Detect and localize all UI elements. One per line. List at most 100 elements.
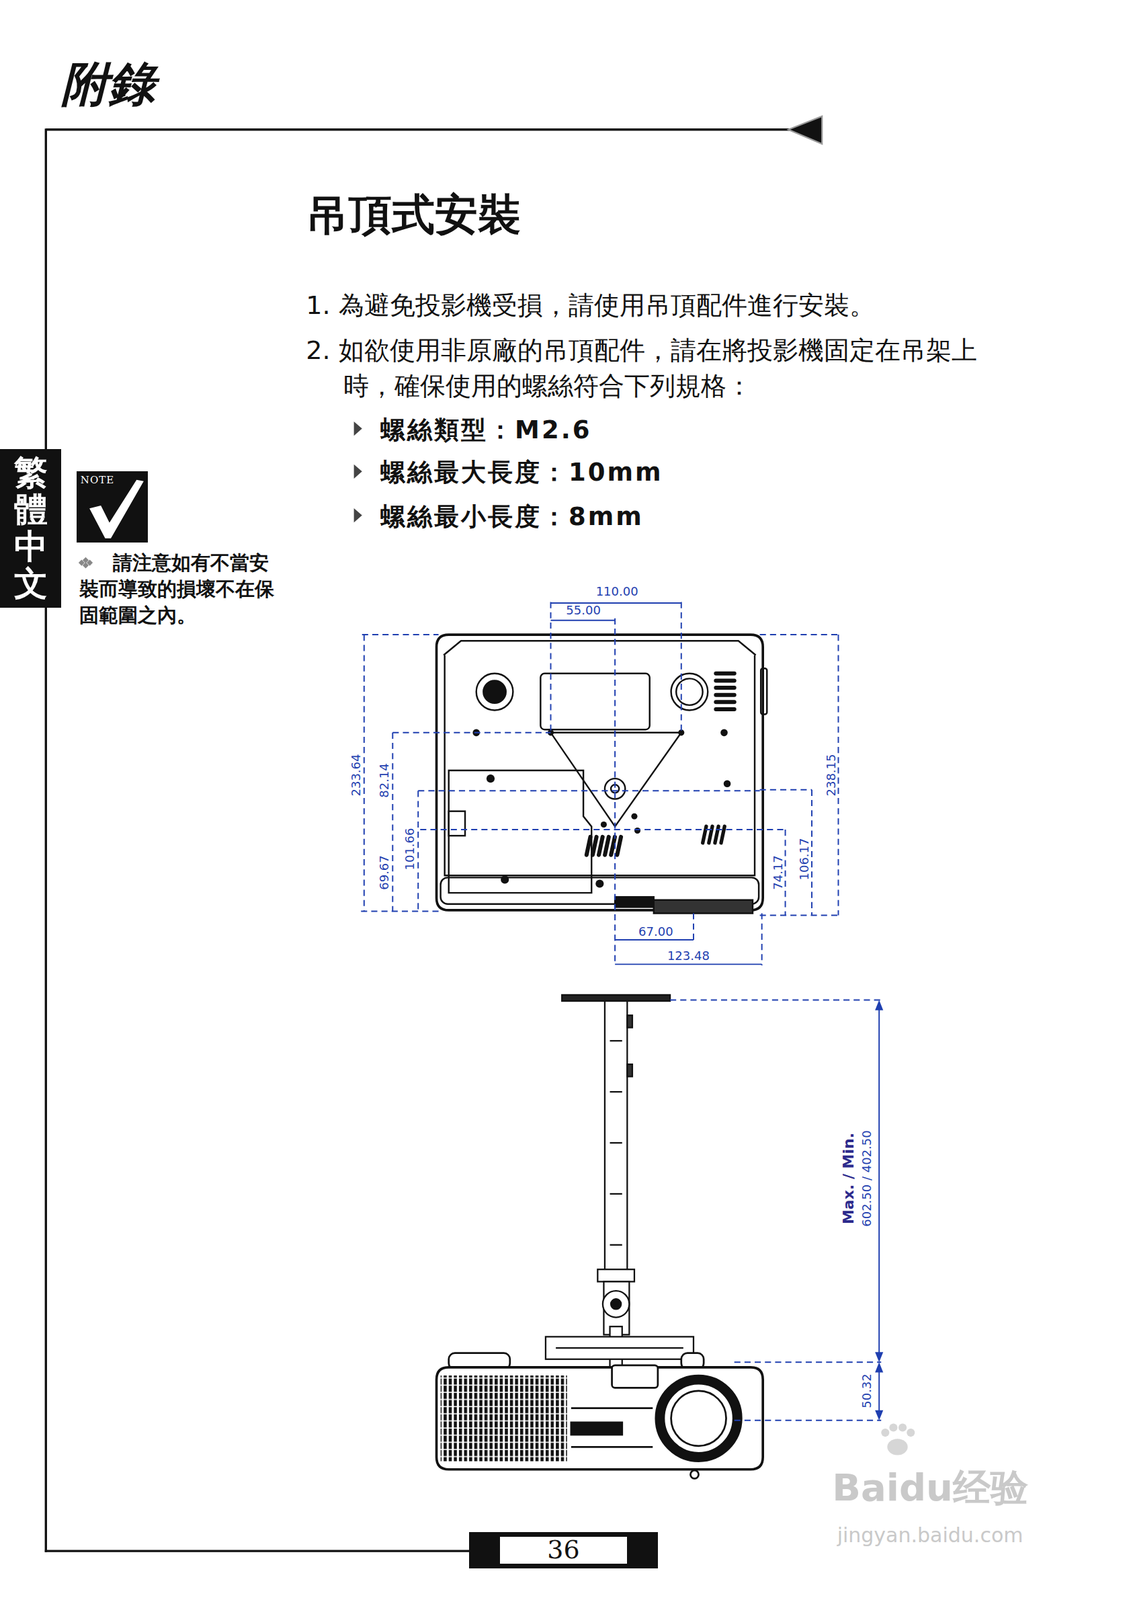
projector-bottom-view bbox=[500, 874, 509, 884]
dimension-arrow bbox=[874, 999, 884, 1420]
ceiling-mount bbox=[610, 1039, 623, 1041]
dimension-line bbox=[761, 912, 763, 965]
projector-bottom-view bbox=[631, 813, 638, 820]
projector-bottom-view bbox=[719, 823, 728, 845]
projector-side-view bbox=[571, 1406, 653, 1409]
dimension-line bbox=[417, 789, 760, 791]
dimension-value: 106.17 bbox=[798, 837, 811, 880]
dimension-line bbox=[614, 963, 763, 965]
dimension-line bbox=[670, 999, 882, 1001]
bullet-marker bbox=[354, 508, 363, 523]
projector-bottom-view bbox=[713, 685, 736, 690]
dimension-line bbox=[362, 633, 439, 636]
projector-side-view bbox=[690, 1469, 699, 1478]
ceiling-mount bbox=[602, 1290, 630, 1317]
dimension-line bbox=[392, 731, 551, 734]
dimension-line bbox=[760, 914, 841, 916]
watermark-paw bbox=[887, 1438, 908, 1455]
dimension-line bbox=[391, 732, 394, 912]
projector-bottom-view bbox=[476, 673, 514, 711]
ceiling-mount bbox=[610, 1192, 623, 1195]
projector-bottom-view bbox=[713, 671, 736, 676]
note-bullet bbox=[78, 559, 85, 566]
projector-bottom-view bbox=[436, 634, 764, 910]
frame-arrow bbox=[788, 116, 822, 144]
dimension-line bbox=[692, 912, 695, 939]
projector-bottom-view bbox=[706, 823, 716, 845]
dimension-arrow bbox=[874, 1351, 884, 1362]
projector-bottom-view bbox=[483, 680, 506, 703]
projector-bottom-view bbox=[700, 823, 709, 845]
dimension-line bbox=[420, 828, 785, 830]
page-frame bbox=[45, 128, 48, 1552]
dimension-line bbox=[550, 602, 552, 733]
projector-bottom-view bbox=[443, 640, 756, 655]
dimension-value: 602.50 / 402.50 bbox=[860, 1129, 873, 1226]
dimension-arrow bbox=[874, 999, 884, 1011]
projector-side-view bbox=[436, 1352, 764, 1479]
projector-side-view bbox=[612, 1364, 658, 1388]
projector-bottom-view bbox=[671, 673, 709, 711]
dimension-line bbox=[878, 1367, 880, 1414]
dimension-value: 233.64 bbox=[350, 754, 363, 797]
projector-bottom-view bbox=[551, 732, 682, 827]
projector-side-view bbox=[436, 1366, 764, 1470]
dimension-line bbox=[551, 602, 763, 964]
ceiling-mount bbox=[626, 1014, 633, 1027]
spec-item: 螺絲最大長度：10mm bbox=[380, 455, 664, 490]
projector-bottom-view bbox=[653, 899, 753, 914]
bullet-marker bbox=[354, 421, 363, 436]
projector-bottom-view bbox=[760, 667, 767, 714]
projector-bottom-view bbox=[723, 779, 732, 787]
dimension-line bbox=[614, 618, 616, 966]
projector-bottom-view bbox=[713, 678, 736, 683]
bullet-marker bbox=[354, 464, 363, 479]
note-icon: NOTE bbox=[76, 471, 148, 543]
ceiling-mount bbox=[626, 1063, 633, 1076]
projector-bottom-view bbox=[595, 879, 604, 888]
projector-bottom-view bbox=[713, 671, 736, 712]
projector-side-view bbox=[663, 1383, 734, 1453]
dimension-line bbox=[363, 634, 365, 911]
dimension-arrow bbox=[874, 1361, 884, 1372]
section-header: 附錄 bbox=[61, 53, 156, 117]
dimension-line bbox=[734, 1419, 882, 1421]
projector-bottom-view bbox=[676, 678, 703, 705]
page-frame bbox=[45, 128, 796, 131]
dimension-value: 74.17 bbox=[772, 854, 785, 890]
dimension-line bbox=[614, 938, 694, 941]
language-tab: 繁體中文 bbox=[0, 448, 62, 608]
projector-bottom-view bbox=[713, 699, 736, 704]
note-icon-text: NOTE bbox=[80, 473, 115, 486]
dimension-line bbox=[680, 602, 683, 733]
projector-bottom-view bbox=[713, 706, 736, 712]
watermark-paw bbox=[889, 1422, 898, 1431]
watermark: jingyan.baidu.com bbox=[837, 1524, 1024, 1545]
ceiling-mount bbox=[604, 1000, 627, 1271]
note-bullet bbox=[78, 557, 93, 569]
dimension-value: 69.67 bbox=[378, 854, 391, 890]
dimension-line bbox=[878, 1006, 880, 1357]
dimension-value: 67.00 bbox=[638, 925, 674, 938]
projector-bottom-view bbox=[600, 821, 607, 828]
dimension-line bbox=[360, 602, 841, 966]
dimension-line bbox=[760, 633, 841, 636]
projector-bottom-view bbox=[713, 823, 722, 845]
dimension-line bbox=[670, 999, 882, 1420]
list-item: 1. 為避免投影機受損，請使用吊頂配件進行安裝。 bbox=[305, 288, 875, 323]
ceiling-mount bbox=[610, 1298, 621, 1309]
dimension-line bbox=[360, 909, 439, 912]
dimension-line bbox=[837, 634, 839, 915]
list-item: 2. 如欲使用非原廠的吊頂配件，請在將投影機固定在吊架上時，確保使用的螺絲符合下… bbox=[305, 332, 989, 404]
spec-item: 螺絲最小長度：8mm bbox=[380, 499, 644, 534]
ceiling-mount bbox=[610, 1243, 623, 1246]
dimension-line bbox=[417, 790, 419, 911]
ceiling-mount bbox=[610, 1141, 623, 1144]
ceiling-mount bbox=[597, 1268, 635, 1281]
projector-side-view bbox=[440, 1374, 568, 1461]
dimension-value: 110.00 bbox=[596, 585, 639, 598]
ceiling-mount bbox=[545, 1335, 694, 1359]
note-bullet bbox=[86, 559, 93, 566]
projector-side-view bbox=[571, 1422, 623, 1435]
